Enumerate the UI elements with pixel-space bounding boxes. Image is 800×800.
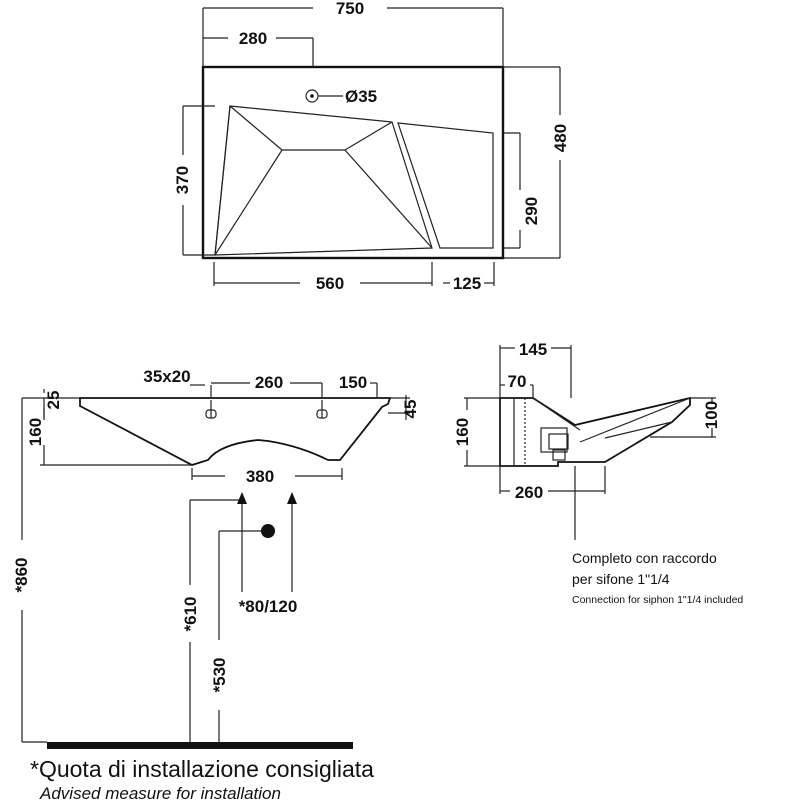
- dim-fixing-spacing: 260: [255, 373, 283, 392]
- dim-overall-depth: 480: [551, 124, 570, 152]
- waste-outlet-marker: [261, 524, 275, 538]
- dim-fixing-range: *80/120: [239, 597, 298, 616]
- dim-tap-offset: 280: [239, 29, 267, 48]
- side-view-profile: [499, 396, 691, 467]
- top-view: 750 280 Ø35 480 370 290 560 125: [173, 0, 570, 293]
- dim-tap-hole-size: 35x20: [143, 367, 190, 386]
- dim-shelf-width: 125: [453, 274, 481, 293]
- dim-side-bottom-depth: 260: [515, 483, 543, 502]
- footer-note: *Quota di installazione consigliata Advi…: [30, 756, 374, 800]
- dim-tap-hole: Ø35: [345, 87, 377, 106]
- tap-hole-center: [310, 94, 314, 98]
- dim-side-height: 160: [453, 418, 472, 446]
- fixing-marker-left: [237, 492, 247, 504]
- footer-italian: *Quota di installazione consigliata: [30, 756, 374, 782]
- dim-rim-left: 25: [44, 391, 63, 410]
- installation-view: *860 *610 *530 *80/120: [12, 398, 353, 749]
- dim-install-total: *860: [12, 558, 31, 593]
- fixing-marker-right: [287, 492, 297, 504]
- dim-basin-width: 560: [316, 274, 344, 293]
- front-view: 35x20 260 150 25 160 45 380: [22, 367, 420, 486]
- siphon-note-it-line1: Completo con raccordo: [572, 550, 717, 566]
- dim-fixing-offset: 150: [339, 373, 367, 392]
- dim-overall-width: 750: [336, 0, 364, 18]
- dim-side-inner-offset: 70: [508, 372, 527, 391]
- siphon-note-en: Connection for siphon 1"1/4 included: [572, 594, 743, 606]
- dim-front-height: 160: [26, 418, 45, 446]
- dim-install-waste: *530: [210, 658, 229, 693]
- dim-waste-cut-width: 380: [246, 467, 274, 486]
- dim-rim-right: 45: [401, 400, 420, 419]
- floor-line: [47, 742, 353, 749]
- top-view-basin: [214, 105, 433, 256]
- siphon-note-it-line2: per sifone 1"1/4: [572, 571, 670, 587]
- dim-basin-depth: 370: [173, 166, 192, 194]
- siphon-note: Completo con raccordo per sifone 1"1/4 C…: [572, 550, 743, 606]
- dim-shelf-depth: 290: [522, 197, 541, 225]
- front-view-basin: [79, 397, 392, 466]
- dim-side-top-depth: 145: [519, 340, 547, 359]
- footer-english: Advised measure for installation: [39, 784, 281, 800]
- side-view: 145 70 160 100 260: [453, 340, 721, 540]
- top-view-shelf: [397, 122, 494, 249]
- dim-side-front-height: 100: [702, 401, 721, 429]
- top-view-outline: [201, 65, 505, 260]
- dim-install-fixing: *610: [181, 597, 200, 632]
